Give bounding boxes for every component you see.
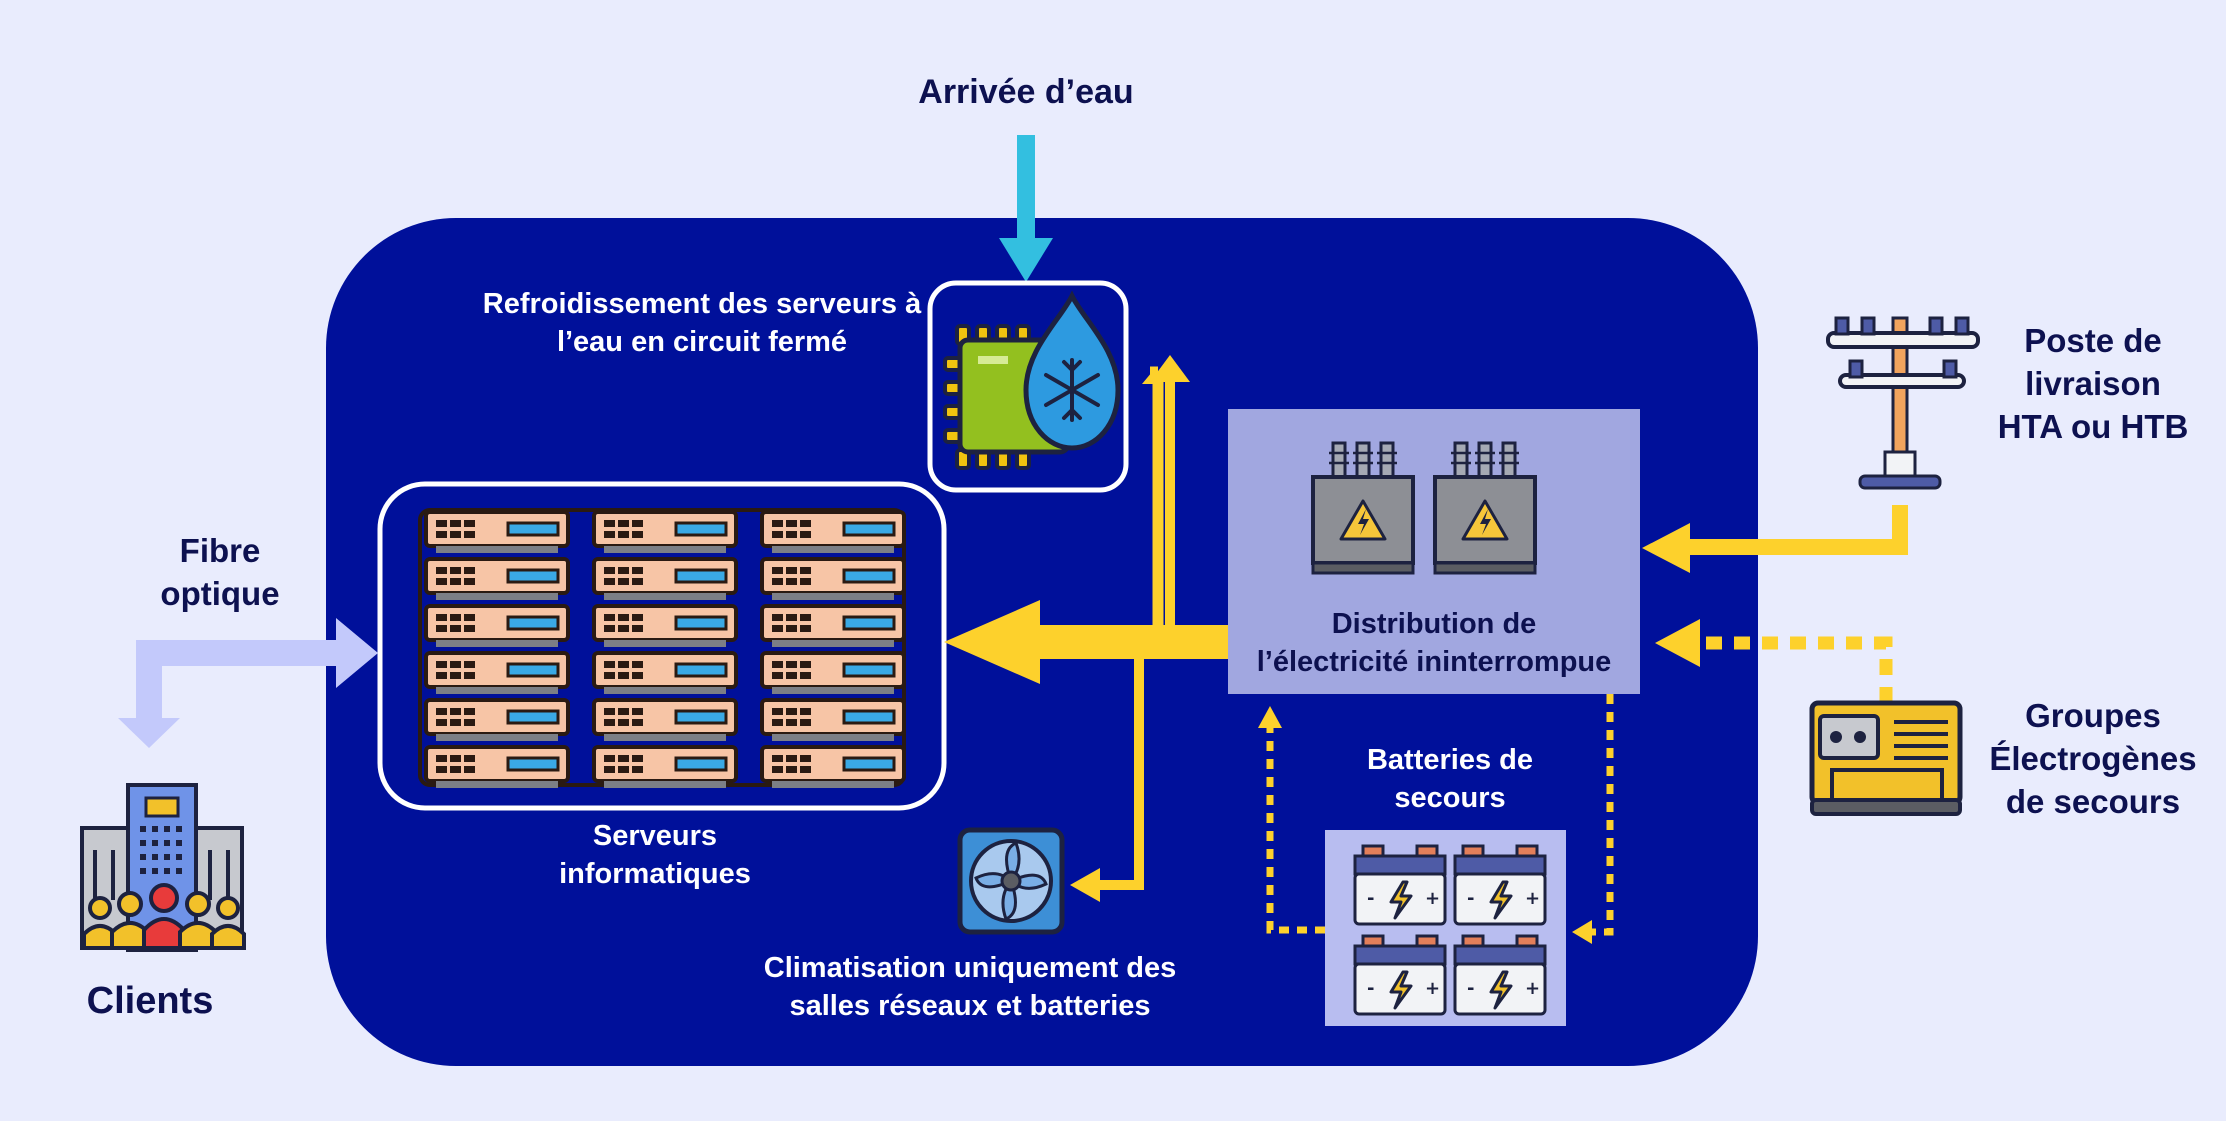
servers-label: Serveurs informatiques	[520, 818, 790, 893]
servers-line-1: Serveurs	[592, 820, 718, 852]
cooling-line-2: l’eau en circuit fermé	[556, 325, 848, 358]
fiber-arrow-icon	[118, 618, 378, 748]
office-building-people-icon	[80, 783, 246, 952]
server-rack-icon	[377, 481, 947, 811]
fiber-line-2: optique	[160, 574, 280, 612]
generators-line-3: de secours	[2005, 782, 2181, 820]
water-arrow-icon	[999, 135, 1053, 282]
clients-label: Clients	[50, 977, 250, 1026]
fan-icon	[957, 827, 1065, 935]
power-distribution-line-2: l’électricité ininterrompue	[1256, 645, 1612, 678]
air-conditioning-line-2: salles réseaux et batteries	[789, 989, 1151, 1022]
chip-water-drop-icon	[927, 280, 1129, 493]
servers-line-2: informatiques	[559, 857, 751, 890]
fiber-label: Fibre optique	[120, 530, 320, 616]
air-conditioning-label: Climatisation uniquement des salles rése…	[720, 950, 1220, 1025]
air-conditioning-line-1: Climatisation uniquement des	[763, 952, 1177, 984]
generator-icon	[1809, 700, 1963, 816]
backup-feed-lines	[1258, 619, 1893, 944]
power-distribution-label: Distribution de l’électricité ininterrom…	[1228, 606, 1640, 681]
cooling-label: Refroidissement des serveurs à l’eau en …	[452, 286, 952, 361]
batteries-line-1: Batteries de	[1366, 744, 1533, 776]
batteries-label: Batteries de secours	[1330, 742, 1570, 817]
power-feed-lines	[944, 355, 1908, 902]
power-distribution-line-1: Distribution de	[1331, 608, 1537, 640]
cooling-line-1: Refroidissement des serveurs à	[482, 288, 922, 320]
delivery-station-line-3: HTA ou HTB	[1997, 407, 2189, 445]
generators-line-2: Électrogènes	[1989, 739, 2197, 777]
batteries-line-2: secours	[1394, 781, 1506, 814]
water-inlet-label: Arrivée d’eau	[906, 70, 1146, 114]
clients-text: Clients	[86, 980, 214, 1022]
power-pole-icon	[1826, 316, 1980, 490]
delivery-station-line-2: livraison	[2025, 364, 2161, 402]
delivery-station-line-1: Poste de	[2024, 322, 2162, 359]
delivery-station-label: Poste de livraison HTA ou HTB	[1968, 320, 2218, 449]
water-inlet-text: Arrivée d’eau	[918, 73, 1134, 111]
generators-line-1: Groupes	[2025, 697, 2161, 734]
fiber-line-1: Fibre	[179, 532, 261, 569]
generators-label: Groupes Électrogènes de secours	[1968, 695, 2218, 824]
